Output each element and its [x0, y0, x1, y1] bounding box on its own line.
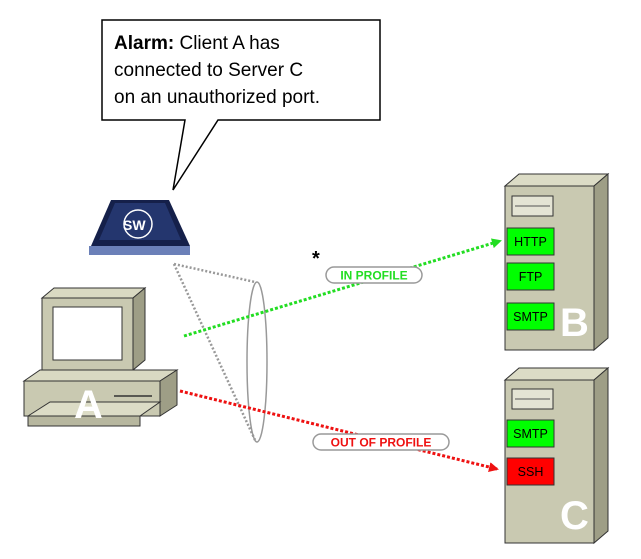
server-c-port-smtp: SMTP	[506, 419, 555, 448]
port-label: SMTP	[513, 427, 548, 441]
sensor-logo-icon	[123, 209, 153, 239]
in-profile-text: IN PROFILE	[340, 269, 407, 283]
server-b-port-smtp: SMTP	[506, 302, 555, 331]
callout-line-1-text: Client A has	[174, 33, 280, 54]
in-profile-label: IN PROFILE	[325, 266, 423, 284]
port-label: SSH	[518, 465, 544, 479]
sensor-logo-text: SW	[123, 217, 146, 233]
alarm-callout: Alarm: Client A has connected to Server …	[101, 19, 381, 191]
callout-line-2: connected to Server C	[114, 60, 303, 81]
server-c-port-ssh: SSH	[506, 457, 555, 486]
port-label: FTP	[519, 270, 543, 284]
server-b-label: B	[560, 301, 589, 345]
in-profile-flow-arrow	[183, 238, 502, 338]
client-label: A	[74, 383, 103, 427]
out-of-profile-label: OUT OF PROFILE	[312, 433, 450, 451]
sensor-device: SW	[89, 200, 190, 255]
in-profile-marker: *	[312, 248, 320, 270]
port-label: SMTP	[513, 310, 548, 324]
callout-alarm-label: Alarm:	[114, 33, 174, 54]
out-of-profile-flow-arrow	[179, 389, 499, 472]
server-c: SMTP SSH C	[503, 366, 610, 545]
port-label: HTTP	[514, 235, 547, 249]
server-b: HTTP FTP SMTP B	[503, 172, 610, 352]
callout-line-3: on an unauthorized port.	[114, 87, 320, 108]
server-b-port-ftp: FTP	[506, 262, 555, 291]
server-b-port-http: HTTP	[506, 227, 555, 256]
callout-line-1: Alarm: Client A has	[114, 33, 280, 54]
monitor-ellipse	[246, 281, 268, 443]
monitor-cone	[172, 262, 257, 441]
client-computer-icon: A	[22, 286, 179, 427]
server-c-label: C	[560, 494, 589, 538]
out-of-profile-text: OUT OF PROFILE	[331, 436, 432, 450]
